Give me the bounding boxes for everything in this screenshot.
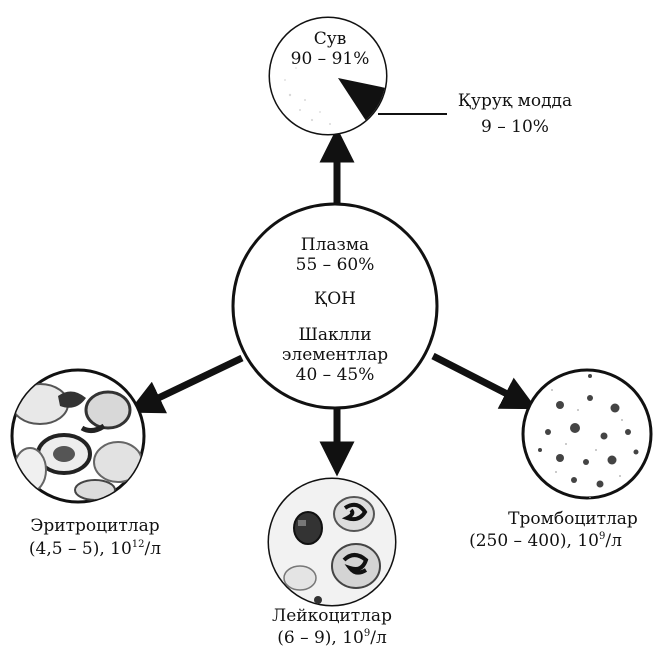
blood-title: ҚОН (314, 289, 356, 309)
leukocytes-range: (6 – 9), 10 (277, 628, 364, 648)
erythrocytes-count: (4,5 – 5), 1012/л (5, 540, 185, 559)
blood-center-circle (231, 202, 439, 410)
dry-matter-value: 9 – 10% (481, 117, 549, 137)
arrow-to-erythrocytes (127, 354, 244, 414)
formed-elements-label-1: Шаклли (298, 325, 372, 345)
plasma-label: Плазма (300, 235, 370, 255)
platelets-count: (250 – 400), 109/л (438, 532, 653, 551)
erythrocytes-label: Эритроцитлар (30, 516, 160, 536)
formed-elements-value: 40 – 45% (295, 365, 375, 385)
formed-elements-label-2: элементлар (281, 345, 389, 365)
platelets-range: (250 – 400), 10 (469, 531, 599, 551)
erythrocytes-unit: /л (144, 539, 162, 559)
water-circle (268, 16, 447, 136)
erythrocytes-circle (10, 368, 146, 504)
arrow-to-platelets (431, 352, 537, 410)
platelets-label: Тромбоцитлар (508, 509, 638, 529)
leukocytes-label: Лейкоцитлар (272, 606, 392, 626)
leukocytes-circle (267, 477, 397, 607)
leukocytes-exponent: 9 (363, 628, 371, 639)
erythrocytes-range: (4,5 – 5), 10 (28, 539, 132, 559)
dry-matter-label: Қуруқ модда (457, 91, 573, 111)
water-label: Сув (313, 29, 347, 49)
erythrocytes-exponent: 12 (131, 539, 145, 550)
plasma-value: 55 – 60% (295, 255, 375, 275)
platelets-exponent: 9 (599, 531, 606, 542)
water-value: 90 – 91% (290, 49, 370, 69)
leukocytes-count: (6 – 9), 109/л (252, 629, 412, 648)
arrows (127, 127, 537, 477)
leukocytes-unit: /л (370, 628, 387, 648)
platelets-circle (521, 368, 653, 500)
platelets-unit: /л (605, 531, 622, 551)
